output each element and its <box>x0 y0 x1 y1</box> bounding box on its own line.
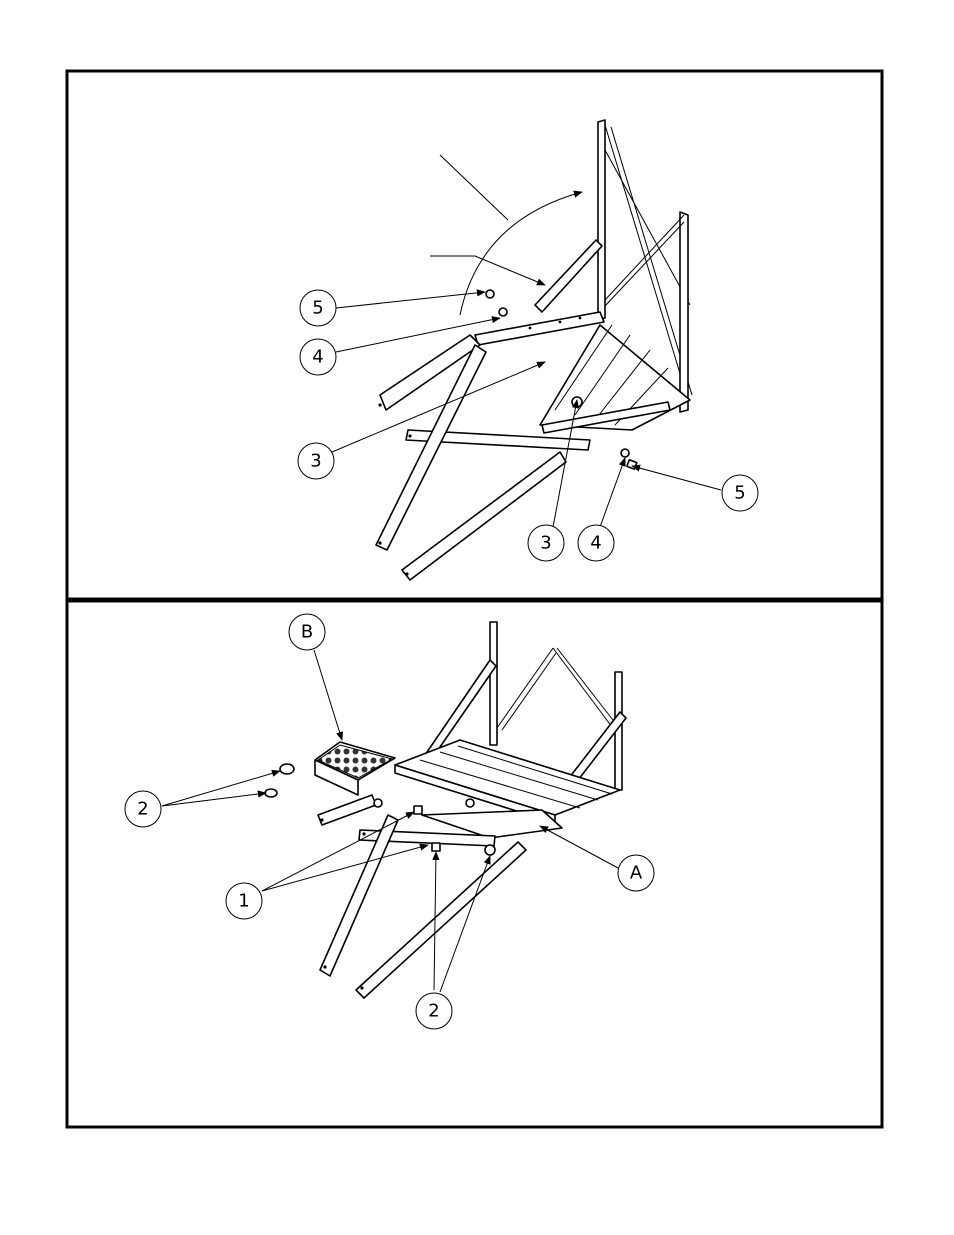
callout-bottom-2-left: 2 <box>125 791 161 827</box>
svg-text:A: A <box>630 863 643 884</box>
platform-structure-top <box>376 120 692 580</box>
svg-text:2: 2 <box>137 799 148 820</box>
callout-bottom-2-bottom: 2 <box>416 993 452 1029</box>
svg-text:5: 5 <box>312 298 323 319</box>
svg-text:B: B <box>301 622 313 643</box>
bottom-panel: B 2 1 A 2 <box>67 601 882 1127</box>
leader-bottom-1-b <box>262 845 428 891</box>
leader-bottom-2-bottom-b <box>440 856 490 992</box>
callout-top-4-left: 4 <box>300 339 336 375</box>
callout-top-3-left: 3 <box>298 443 334 479</box>
callout-top-4-bottom: 4 <box>578 525 614 561</box>
svg-text:1: 1 <box>238 891 249 912</box>
callout-bottom-A: A <box>618 855 654 891</box>
callout-bottom-B: B <box>289 614 325 650</box>
leader-top-4-bottom <box>600 458 625 527</box>
svg-text:5: 5 <box>734 483 745 504</box>
leader-bottom-B <box>314 650 342 740</box>
leader-bottom-2-left-a <box>162 771 280 806</box>
svg-text:4: 4 <box>312 347 323 368</box>
callout-top-3-bottom: 3 <box>528 525 564 561</box>
leader-top-5-right <box>632 466 721 490</box>
callout-top-5-left: 5 <box>300 290 336 326</box>
platform-structure-bottom <box>265 622 626 998</box>
leader-bottom-2-left-b <box>162 793 266 806</box>
leader-line-upper <box>430 256 545 285</box>
svg-text:3: 3 <box>310 451 321 472</box>
svg-text:4: 4 <box>590 533 601 554</box>
leader-bottom-1-a <box>262 812 414 891</box>
svg-text:2: 2 <box>428 1001 439 1022</box>
leader-bottom-A <box>540 826 618 868</box>
callout-top-5-right: 5 <box>722 475 758 511</box>
callout-bottom-1: 1 <box>226 883 262 919</box>
bottom-panel-frame <box>67 601 882 1127</box>
svg-text:3: 3 <box>540 533 551 554</box>
top-panel: 5 4 3 5 3 4 <box>67 71 882 599</box>
